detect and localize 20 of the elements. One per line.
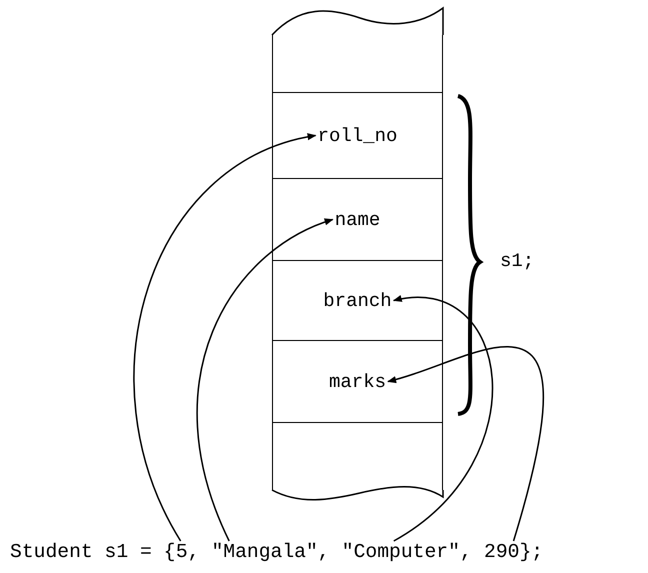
memory-cell <box>272 92 443 178</box>
field-name: branch <box>323 290 392 312</box>
initializer-value: "Mangala", <box>211 543 330 563</box>
memory-cell <box>272 178 443 260</box>
struct-variable-label: s1; <box>500 252 534 271</box>
empty-memory-cell <box>272 422 443 490</box>
initializer-value: 290}; <box>484 543 544 563</box>
initializer-value: "Computer", <box>342 543 472 563</box>
code-text: Student s1 = { <box>10 543 176 563</box>
empty-memory-cell <box>272 35 443 92</box>
memory-cell <box>272 340 443 422</box>
field-name: roll_no <box>318 124 398 146</box>
field-name: marks <box>328 370 386 392</box>
arrow <box>196 218 334 542</box>
arrow <box>133 134 316 542</box>
arrow <box>387 346 544 542</box>
initializer-value: 5, <box>176 543 200 563</box>
field-name: name <box>334 208 380 230</box>
arrow <box>392 296 493 542</box>
memory-cell <box>272 260 443 340</box>
